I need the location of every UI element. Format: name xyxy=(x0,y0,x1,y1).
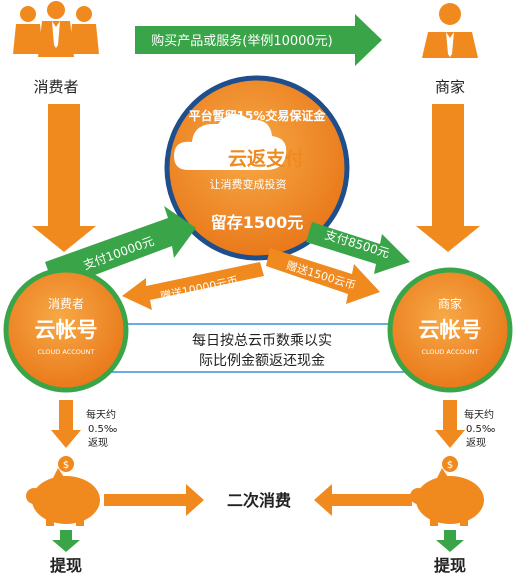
daily-left-line-1: 每天约 xyxy=(86,408,116,421)
daily-left-line-3: 返现 xyxy=(88,437,108,449)
daily-left-line-2: 0.5‰ xyxy=(88,424,117,435)
pay-merchant-arrow xyxy=(306,222,410,274)
platform-arc-text: 平台暂留15%交易保证金 xyxy=(189,108,327,123)
secondary-consume-left-arrow xyxy=(104,484,204,516)
hold-amount: 留存1500元 xyxy=(211,213,304,232)
withdraw-left-label: 提现 xyxy=(50,556,82,575)
merchant-account-circle xyxy=(387,267,513,393)
consumer-withdraw-arrow xyxy=(52,530,80,552)
cloud-logo-icon xyxy=(174,113,287,170)
merchant-withdraw-arrow xyxy=(436,530,464,552)
secondary-consume-label: 二次消费 xyxy=(227,491,291,510)
svg-text:$: $ xyxy=(63,460,69,471)
consumer-account-title: 消费者 xyxy=(48,297,84,311)
secondary-consume-right-arrow xyxy=(314,484,412,516)
merchant-down-arrow xyxy=(416,104,480,252)
merchant-piggy-bank-icon xyxy=(410,468,484,526)
merchant-coin-icon: $ xyxy=(442,456,458,472)
consumer-label: 消费者 xyxy=(33,78,78,96)
pay-consumer-arrow xyxy=(45,206,196,290)
merchant-account-title: 商家 xyxy=(438,296,462,311)
consumer-group-icon xyxy=(13,1,99,57)
svg-text:$: $ xyxy=(447,460,453,471)
daily-right-line-1: 每天约 xyxy=(464,408,494,421)
withdraw-right-label: 提现 xyxy=(434,556,466,575)
daily-right-line-3: 返现 xyxy=(466,437,486,449)
merchant-account-sub: CLOUD ACCOUNT xyxy=(422,348,479,356)
consumer-account-name: 云帐号 xyxy=(35,318,98,342)
brand-slogan: 让消费变成投资 xyxy=(210,177,287,191)
gift-consumer-arrow xyxy=(122,262,264,310)
consumer-account-sub: CLOUD ACCOUNT xyxy=(38,348,95,356)
brand-name: 云返支付 xyxy=(228,147,304,170)
purchase-label: 购买产品或服务(举例10000元) xyxy=(151,33,333,49)
merchant-account-name: 云帐号 xyxy=(419,318,482,342)
rebate-line-1: 每日按总云币数乘以实 xyxy=(192,333,332,349)
purchase-arrow xyxy=(135,14,382,66)
consumer-down-arrow xyxy=(32,104,96,252)
daily-right-line-2: 0.5‰ xyxy=(466,424,495,435)
gift-merchant-arrow xyxy=(266,248,380,304)
merchant-rebate-arrow xyxy=(435,400,465,448)
consumer-rebate-arrow xyxy=(51,400,81,448)
merchant-label: 商家 xyxy=(435,78,465,96)
consumer-piggy-bank-icon xyxy=(26,468,100,526)
rebate-line-2: 际比例金额返还现金 xyxy=(199,353,325,369)
consumer-account-circle xyxy=(3,267,129,393)
consumer-coin-icon: $ xyxy=(58,456,74,472)
merchant-icon xyxy=(422,3,478,58)
